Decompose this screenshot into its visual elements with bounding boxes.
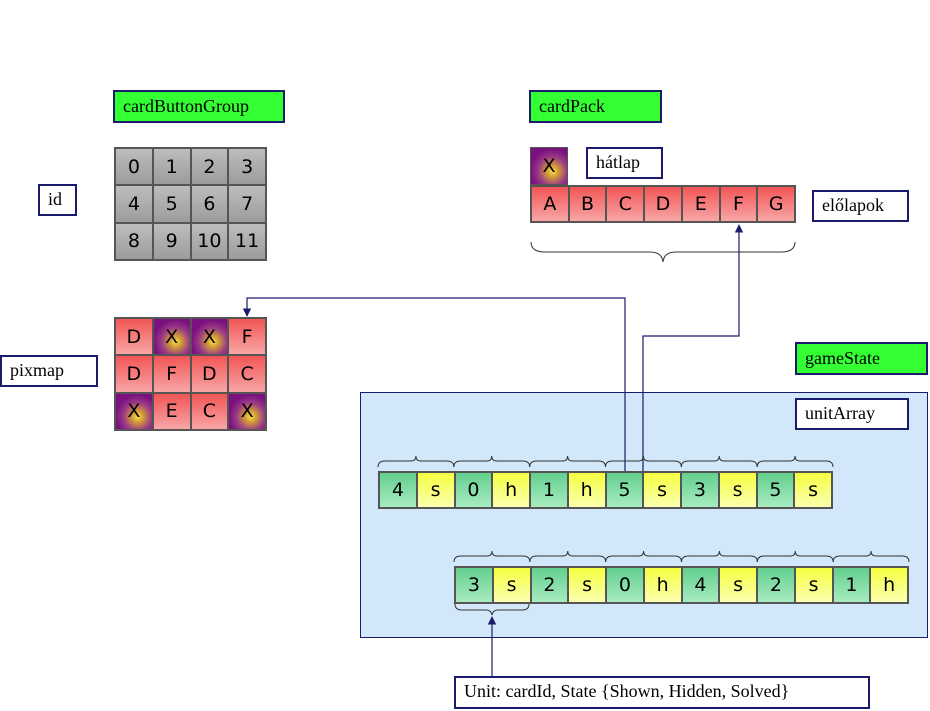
- unit-brace: [756, 455, 834, 468]
- unit-state-cell: s: [416, 472, 455, 508]
- id-label: id: [38, 184, 77, 216]
- card-face-cell: G: [757, 186, 795, 222]
- unit-card-id-cell: 4: [681, 567, 720, 603]
- unit-card-id-cell: 5: [756, 472, 795, 508]
- unit-array-label: unitArray: [795, 398, 909, 430]
- unit-brace: [680, 455, 758, 468]
- pixmap-cell: C: [190, 392, 229, 430]
- pixmap-cell: D: [190, 355, 229, 393]
- elolapok-label: előlapok: [812, 190, 909, 222]
- card-button-cell: 11: [228, 222, 266, 260]
- unit-brace: [529, 550, 607, 563]
- card-button-cell: 1: [152, 148, 191, 186]
- card-button-cell: 3: [228, 148, 266, 186]
- unit-card-id-cell: 2: [757, 567, 795, 603]
- card-button-cell: 7: [228, 185, 266, 223]
- card-face-cell: B: [568, 186, 607, 222]
- unit-state-cell: s: [719, 567, 757, 603]
- unit-card-id-cell: 5: [605, 472, 644, 508]
- card-face-cell: D: [644, 186, 682, 222]
- card-face-cell: E: [681, 186, 720, 222]
- pixmap-cell: E: [152, 392, 191, 430]
- unit-state-cell: s: [568, 567, 606, 603]
- pixmap-cell: X: [190, 318, 229, 356]
- card-button-cell: 0: [115, 148, 153, 186]
- unit-state-cell: s: [718, 472, 757, 508]
- card-pack-label: cardPack: [529, 90, 662, 123]
- unit-card-id-cell: 2: [530, 567, 569, 603]
- pixmap-cell: F: [152, 355, 191, 393]
- card-face-cell: C: [606, 186, 645, 222]
- pixmap-cell: X: [152, 318, 191, 356]
- unit-state-cell: h: [567, 472, 606, 508]
- card-button-cell: 10: [190, 222, 229, 260]
- card-back: X: [530, 147, 568, 185]
- unit-card-id-cell: 0: [454, 472, 493, 508]
- arrow-to-card-face: [642, 224, 744, 471]
- pixmap-cell: X: [115, 392, 153, 430]
- unit-brace-bottom: [454, 603, 530, 616]
- unit-brace: [377, 455, 455, 468]
- card-button-cell: 4: [115, 185, 153, 223]
- pixmap-label: pixmap: [0, 355, 98, 387]
- pixmap-cell: D: [115, 355, 153, 393]
- card-button-cell: 8: [115, 222, 153, 260]
- unit-state-cell: s: [643, 472, 681, 508]
- unit-brace: [453, 550, 531, 563]
- card-button-cell: 2: [190, 148, 229, 186]
- unit-brace: [832, 550, 910, 563]
- game-state-label: gameState: [795, 342, 928, 375]
- unit-state-cell: h: [492, 472, 530, 508]
- unit-card-id-cell: 3: [681, 472, 719, 508]
- unit-card-id-cell: 0: [606, 567, 644, 603]
- unit-state-cell: h: [643, 567, 682, 603]
- arrow-to-pixmap: [242, 297, 626, 471]
- unit-brace: [756, 550, 834, 563]
- pixmap-cell: F: [228, 318, 266, 356]
- unit-brace: [605, 455, 682, 468]
- pixmap-cell: D: [115, 318, 153, 356]
- unit-card-id-cell: 4: [379, 472, 417, 508]
- unit-card-id-cell: 1: [832, 567, 871, 603]
- card-button-cell: 6: [190, 185, 229, 223]
- braces-row-1: [377, 455, 834, 468]
- unit-card-id-cell: 3: [455, 567, 493, 603]
- card-button-group-label: cardButtonGroup: [113, 90, 285, 123]
- hatlap-label: hátlap: [586, 147, 663, 179]
- unit-brace: [453, 455, 531, 468]
- pixmap-cell: X: [228, 392, 266, 430]
- card-button-cell: 9: [152, 222, 191, 260]
- unit-brace: [529, 455, 606, 468]
- unit-state-cell: s: [794, 567, 833, 603]
- unit-brace: [681, 550, 758, 563]
- unit-state-cell: s: [492, 567, 531, 603]
- unit-description-label: Unit: cardId, State {Shown, Hidden, Solv…: [454, 676, 870, 709]
- unit-state-cell: h: [870, 567, 908, 603]
- unit-brace: [605, 550, 682, 563]
- unit-state-cell: s: [794, 472, 832, 508]
- pixmap-cell: C: [228, 355, 266, 393]
- faces-brace: [530, 241, 796, 263]
- card-face-cell: A: [531, 186, 569, 222]
- unit-card-id-cell: 1: [530, 472, 568, 508]
- braces-row-2: [453, 550, 910, 563]
- card-face-cell: F: [719, 186, 758, 222]
- card-button-cell: 5: [152, 185, 191, 223]
